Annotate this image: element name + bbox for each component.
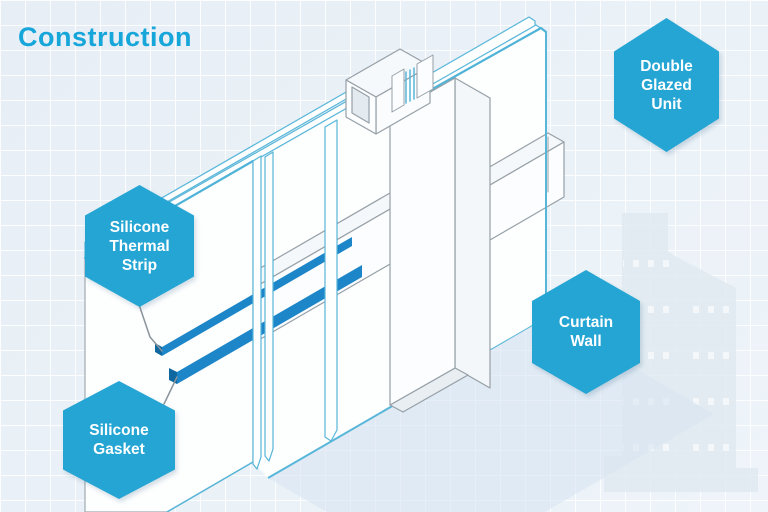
callout-label-line: Silicone — [89, 422, 149, 439]
thermal-strip-end-cap — [155, 343, 162, 356]
callout-label-line: Curtain — [558, 314, 614, 331]
callout-double-glazed-unit: Double Glazed Unit — [614, 18, 719, 152]
callout-label-line: Wall — [570, 333, 602, 350]
inner-pane-edge-slab — [324, 119, 338, 442]
page-title: Construction — [18, 22, 192, 52]
callout-silicone-gasket: Silicone Gasket — [63, 381, 175, 499]
callout-silicone-thermal-strip: Silicone Thermal Strip — [85, 185, 194, 307]
cap-hollow-opening — [351, 86, 370, 124]
mullion-front-face — [389, 77, 456, 406]
pocket-glass-edges — [405, 67, 415, 104]
thermal-strip-leader-line — [138, 305, 163, 352]
callout-label-line: Unit — [651, 95, 682, 113]
callout-label-line: Silicone — [109, 218, 170, 236]
left-glass-bottom-edge — [166, 461, 254, 512]
outer-pane-edge-slab — [264, 151, 274, 462]
outer-pane-edge-slab — [252, 155, 262, 470]
right-glass-top-edge — [418, 26, 548, 98]
pocket-fin — [416, 54, 434, 99]
callout-label-line: Gasket — [93, 441, 145, 458]
glass-edge-slabs — [252, 119, 338, 470]
mullion-side-face — [454, 77, 491, 389]
callout-curtain-wall: Curtain Wall — [532, 270, 640, 394]
callout-label-line: Glazed — [641, 76, 692, 94]
building-windows-right — [686, 292, 736, 478]
callout-label-line: Double — [640, 57, 693, 75]
leader-lines — [138, 305, 178, 405]
gasket-leader-line — [163, 376, 178, 405]
pocket-fin — [391, 68, 405, 113]
callout-label-line: Thermal — [109, 237, 170, 255]
callout-label-line: Strip — [121, 256, 158, 274]
mullion — [389, 77, 491, 413]
mullion-glazing-pocket — [391, 54, 434, 113]
